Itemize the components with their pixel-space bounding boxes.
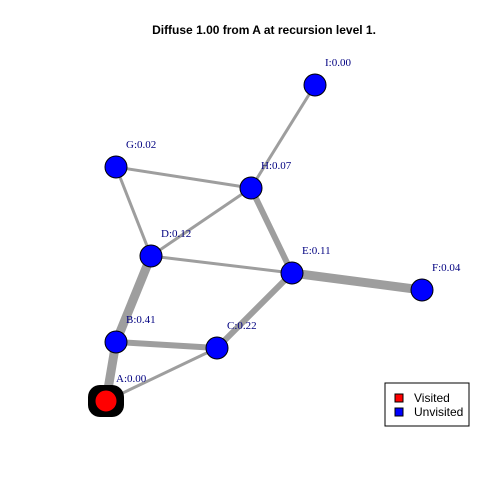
- edge-e-f: [291, 268, 423, 295]
- node-b-label: B:0.41: [126, 314, 156, 326]
- node-h: H:0.07: [239, 160, 292, 200]
- legend-label-visited: Visited: [414, 391, 450, 405]
- node-d-circle: [139, 244, 163, 268]
- edge-d-h: [150, 186, 252, 258]
- edge-b-c: [115, 339, 218, 351]
- node-g: G:0.02: [104, 139, 156, 179]
- diagram-title: Diffuse 1.00 from A at recursion level 1…: [152, 23, 376, 37]
- node-i: I:0.00: [303, 57, 351, 97]
- node-a-label: A:0.00: [116, 373, 147, 385]
- node-f: F:0.04: [410, 262, 461, 302]
- node-h-label: H:0.07: [261, 160, 292, 172]
- node-f-label: F:0.04: [432, 262, 461, 274]
- node-c: C:0.22: [205, 320, 257, 360]
- edge-g-h: [115, 165, 252, 190]
- node-f-circle: [410, 278, 434, 302]
- edge-h-i: [249, 84, 317, 189]
- edge-h-e: [248, 186, 295, 275]
- node-g-label: G:0.02: [126, 139, 156, 151]
- node-b-circle: [104, 330, 128, 354]
- edge-b-d: [111, 254, 156, 344]
- node-c-label: C:0.22: [227, 320, 257, 332]
- node-e-label: E:0.11: [302, 245, 331, 257]
- edge-a-c: [105, 346, 218, 403]
- node-a-circle: [94, 389, 118, 413]
- legend-label-unvisited: Unvisited: [414, 405, 463, 419]
- legend-swatch-unvisited: [394, 407, 404, 417]
- node-i-circle: [303, 73, 327, 97]
- node-e-circle: [280, 261, 304, 285]
- node-a: A:0.00: [88, 373, 147, 417]
- edge-d-e: [150, 254, 293, 275]
- node-i-label: I:0.00: [325, 57, 351, 69]
- edge-d-g: [114, 166, 153, 257]
- node-g-circle: [104, 155, 128, 179]
- node-d: D:0.12: [139, 228, 191, 268]
- legend: Visited Unvisited: [384, 382, 470, 427]
- edges-layer: [101, 84, 423, 403]
- legend-box: [384, 382, 470, 427]
- node-e: E:0.11: [280, 245, 331, 285]
- node-c-circle: [205, 336, 229, 360]
- node-d-label: D:0.12: [161, 228, 191, 240]
- legend-swatch-visited: [394, 393, 404, 403]
- edge-c-e: [214, 270, 295, 351]
- node-b: B:0.41: [104, 314, 156, 354]
- node-h-circle: [239, 176, 263, 200]
